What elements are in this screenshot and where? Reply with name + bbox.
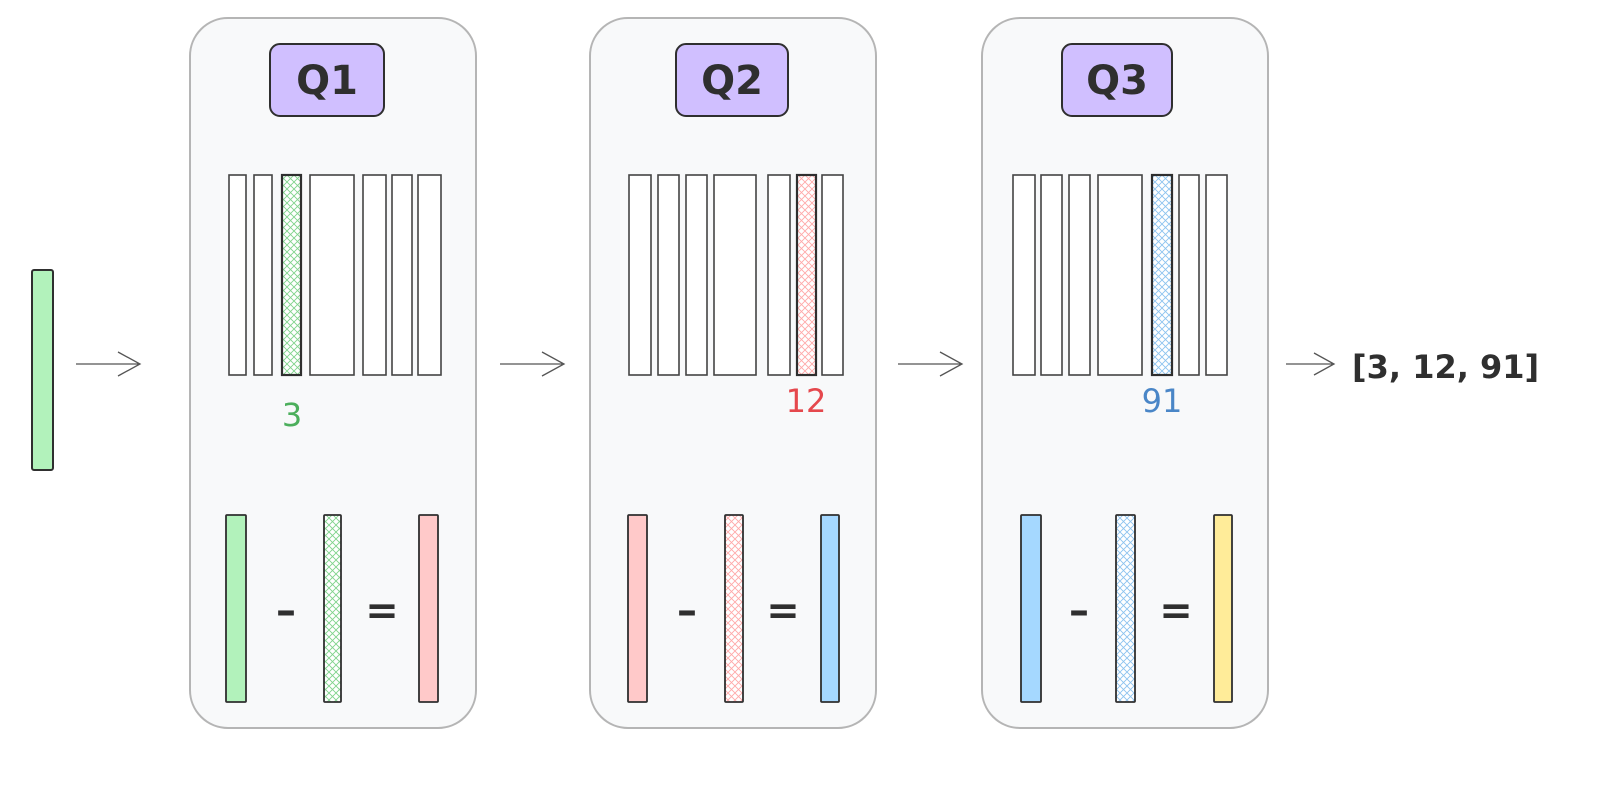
selected-index: 12 <box>786 382 827 420</box>
codebook-entry <box>228 174 247 376</box>
codebook-entry <box>821 174 844 376</box>
residual-input <box>1020 514 1042 703</box>
stage-label-box <box>269 43 385 117</box>
stage-label-box <box>1061 43 1173 117</box>
equals-sign: = <box>365 588 399 634</box>
stage-q1: Q1 3 – = <box>189 17 477 729</box>
codebook-entry <box>685 174 708 376</box>
codebook-entry <box>391 174 413 376</box>
residual-input <box>627 514 648 703</box>
stage-q3: Q3 91 – = <box>981 17 1269 729</box>
codebook-entry-selected <box>1150 173 1174 377</box>
codebook-entry <box>417 174 442 376</box>
minus-sign: – <box>276 588 296 634</box>
residual-equation: – = <box>627 514 840 703</box>
minus-sign: – <box>677 588 697 634</box>
codebook-entry <box>253 174 273 376</box>
stage-q2: Q2 12 – = <box>589 17 877 729</box>
codebook-entry <box>657 174 680 376</box>
arrow-icon <box>1286 352 1336 376</box>
codebook-entry <box>309 174 355 376</box>
residual-output <box>1213 514 1233 703</box>
equals-sign: = <box>1159 588 1193 634</box>
residual-output <box>418 514 439 703</box>
residual-codeword <box>724 514 744 703</box>
selected-index: 3 <box>282 396 302 434</box>
codebook-entry-selected <box>795 173 818 377</box>
selected-index: 91 <box>1142 382 1183 420</box>
arrow-icon <box>500 351 566 377</box>
codebook-entry <box>628 174 652 376</box>
stage-label-box <box>675 43 789 117</box>
residual-codeword <box>323 514 342 703</box>
codebook-entry <box>1040 174 1063 376</box>
arrow-icon <box>898 351 964 377</box>
codebook <box>1012 173 1228 377</box>
minus-sign: – <box>1069 588 1089 634</box>
codebook <box>228 173 442 377</box>
result-codes: [3, 12, 91] <box>1352 348 1539 386</box>
equals-sign: = <box>766 588 800 634</box>
codebook-entry <box>767 174 791 376</box>
codebook-entry <box>1097 174 1143 376</box>
arrow-icon <box>76 351 142 377</box>
codebook-entry <box>1178 174 1200 376</box>
codebook-entry <box>713 174 757 376</box>
residual-input <box>225 514 247 703</box>
residual-output <box>820 514 840 703</box>
codebook-entry <box>362 174 387 376</box>
stage-label: Q2 <box>701 58 763 104</box>
stage-label: Q3 <box>1086 58 1148 104</box>
residual-equation: – = <box>225 514 439 703</box>
codebook-entry <box>1205 174 1228 376</box>
input-vector <box>31 269 54 471</box>
codebook-entry <box>1068 174 1091 376</box>
residual-codeword <box>1115 514 1136 703</box>
stage-label: Q1 <box>296 58 358 104</box>
codebook-entry <box>1012 174 1036 376</box>
codebook <box>628 173 844 377</box>
codebook-entry-selected <box>280 173 303 377</box>
residual-equation: – = <box>1020 514 1233 703</box>
